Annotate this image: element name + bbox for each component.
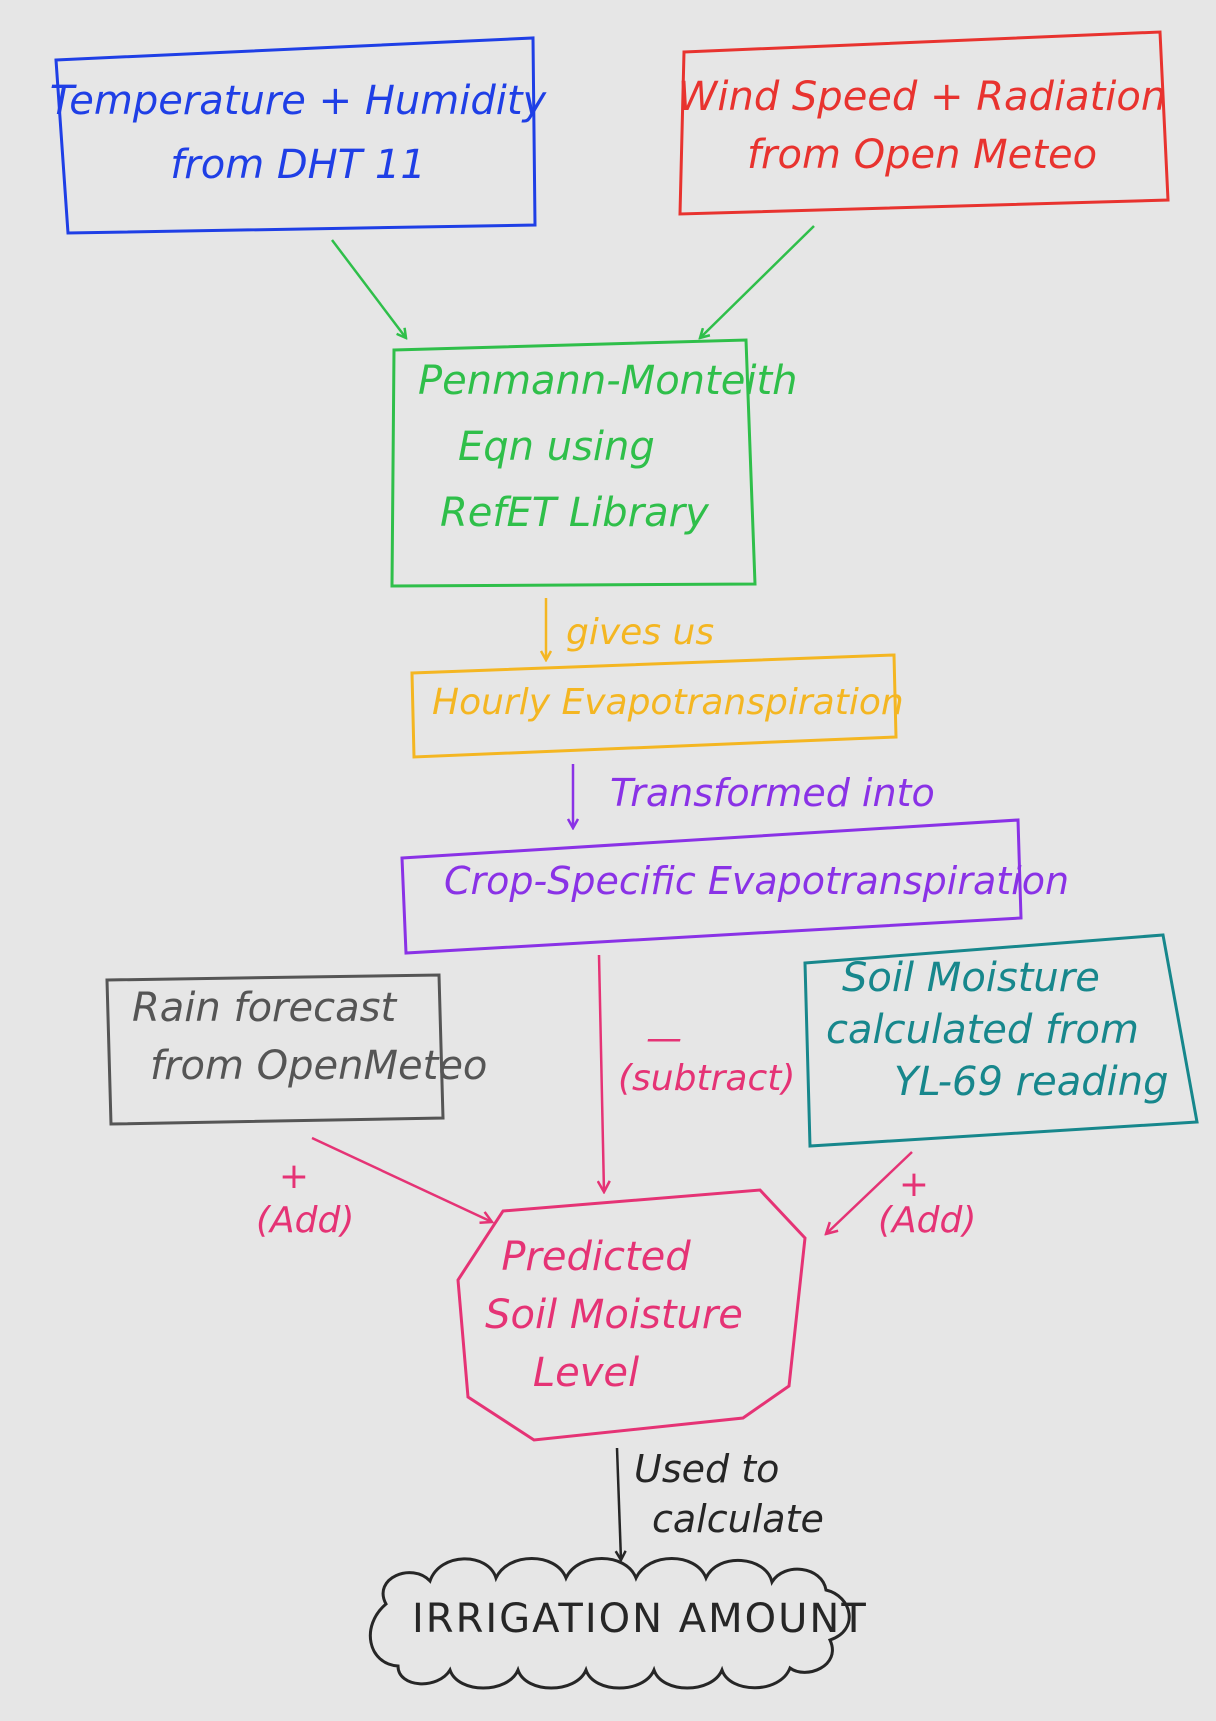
soil-sensor-line2: calculated from <box>826 1007 1139 1053</box>
predicted-octagon <box>456 1188 807 1442</box>
add-left-sign: + <box>278 1156 310 1197</box>
temp-humidity-label: Temperature + Humidity from DHT 11 <box>50 78 546 188</box>
gives-us-label: gives us <box>566 612 715 653</box>
crop-et-box <box>400 818 1023 955</box>
used-to-line1: Used to <box>634 1447 780 1491</box>
subtract-sign: — <box>646 1018 682 1059</box>
arrow-soil-to-predicted <box>826 1151 913 1234</box>
arrow-wind-to-penman <box>700 225 815 338</box>
arrow-temp-to-penman <box>331 239 406 338</box>
predicted-line3: Level <box>532 1350 640 1396</box>
penman-line1: Penmann-Monteith <box>418 358 798 404</box>
rain-label: Rain forecast from OpenMeteo <box>132 985 487 1089</box>
temp-humidity-line2: from DHT 11 <box>170 142 426 188</box>
penman-label: Penmann-Monteith Eqn using RefET Library <box>418 358 797 536</box>
rain-line2: from OpenMeteo <box>150 1043 488 1089</box>
predicted-line1: Predicted <box>501 1234 691 1280</box>
transformed-label: Transformed into <box>610 771 935 815</box>
rain-line1: Rain forecast <box>132 985 397 1031</box>
hourly-et-box <box>410 653 898 759</box>
used-to-line2: calculate <box>652 1496 824 1541</box>
soil-sensor-line3: YL-69 reading <box>894 1059 1169 1105</box>
soil-sensor-box <box>803 933 1199 1148</box>
rain-box <box>105 973 445 1126</box>
temp-humidity-line1: Temperature + Humidity <box>49 78 547 124</box>
temp-humidity-box <box>54 36 537 235</box>
wind-radiation-label: Wind Speed + Radiation from Open Meteo <box>678 74 1166 178</box>
penman-box <box>390 338 757 588</box>
arrow-crop-to-predicted <box>599 954 604 1192</box>
irrigation-cloud <box>368 1557 851 1690</box>
predicted-line2: Soil Moisture <box>485 1292 743 1338</box>
add-right-sign: + <box>898 1164 930 1205</box>
arrow-predicted-to-irrigation <box>617 1447 621 1560</box>
soil-sensor-line1: Soil Moisture <box>842 955 1100 1001</box>
add-left-label: (Add) <box>256 1200 355 1241</box>
penman-line2: Eqn using <box>458 424 655 470</box>
wind-radiation-line2: from Open Meteo <box>746 132 1098 178</box>
subtract-label: (subtract) <box>618 1058 796 1099</box>
irrigation-label: IRRIGATION AMOUNT <box>412 1596 868 1642</box>
used-to-label: Used to calculate <box>634 1447 824 1541</box>
wind-radiation-line1: Wind Speed + Radiation <box>677 74 1167 120</box>
crop-et-label: Crop-Specific Evapotranspiration <box>444 859 1070 903</box>
predicted-label: Predicted Soil Moisture Level <box>485 1234 743 1396</box>
wind-radiation-box <box>678 30 1170 216</box>
penman-line3: RefET Library <box>440 490 709 536</box>
hourly-et-label: Hourly Evapotranspiration <box>432 682 904 723</box>
arrow-rain-to-predicted <box>311 1136 492 1222</box>
soil-sensor-label: Soil Moisture calculated from YL-69 read… <box>826 955 1168 1105</box>
add-right-label: (Add) <box>878 1200 977 1241</box>
